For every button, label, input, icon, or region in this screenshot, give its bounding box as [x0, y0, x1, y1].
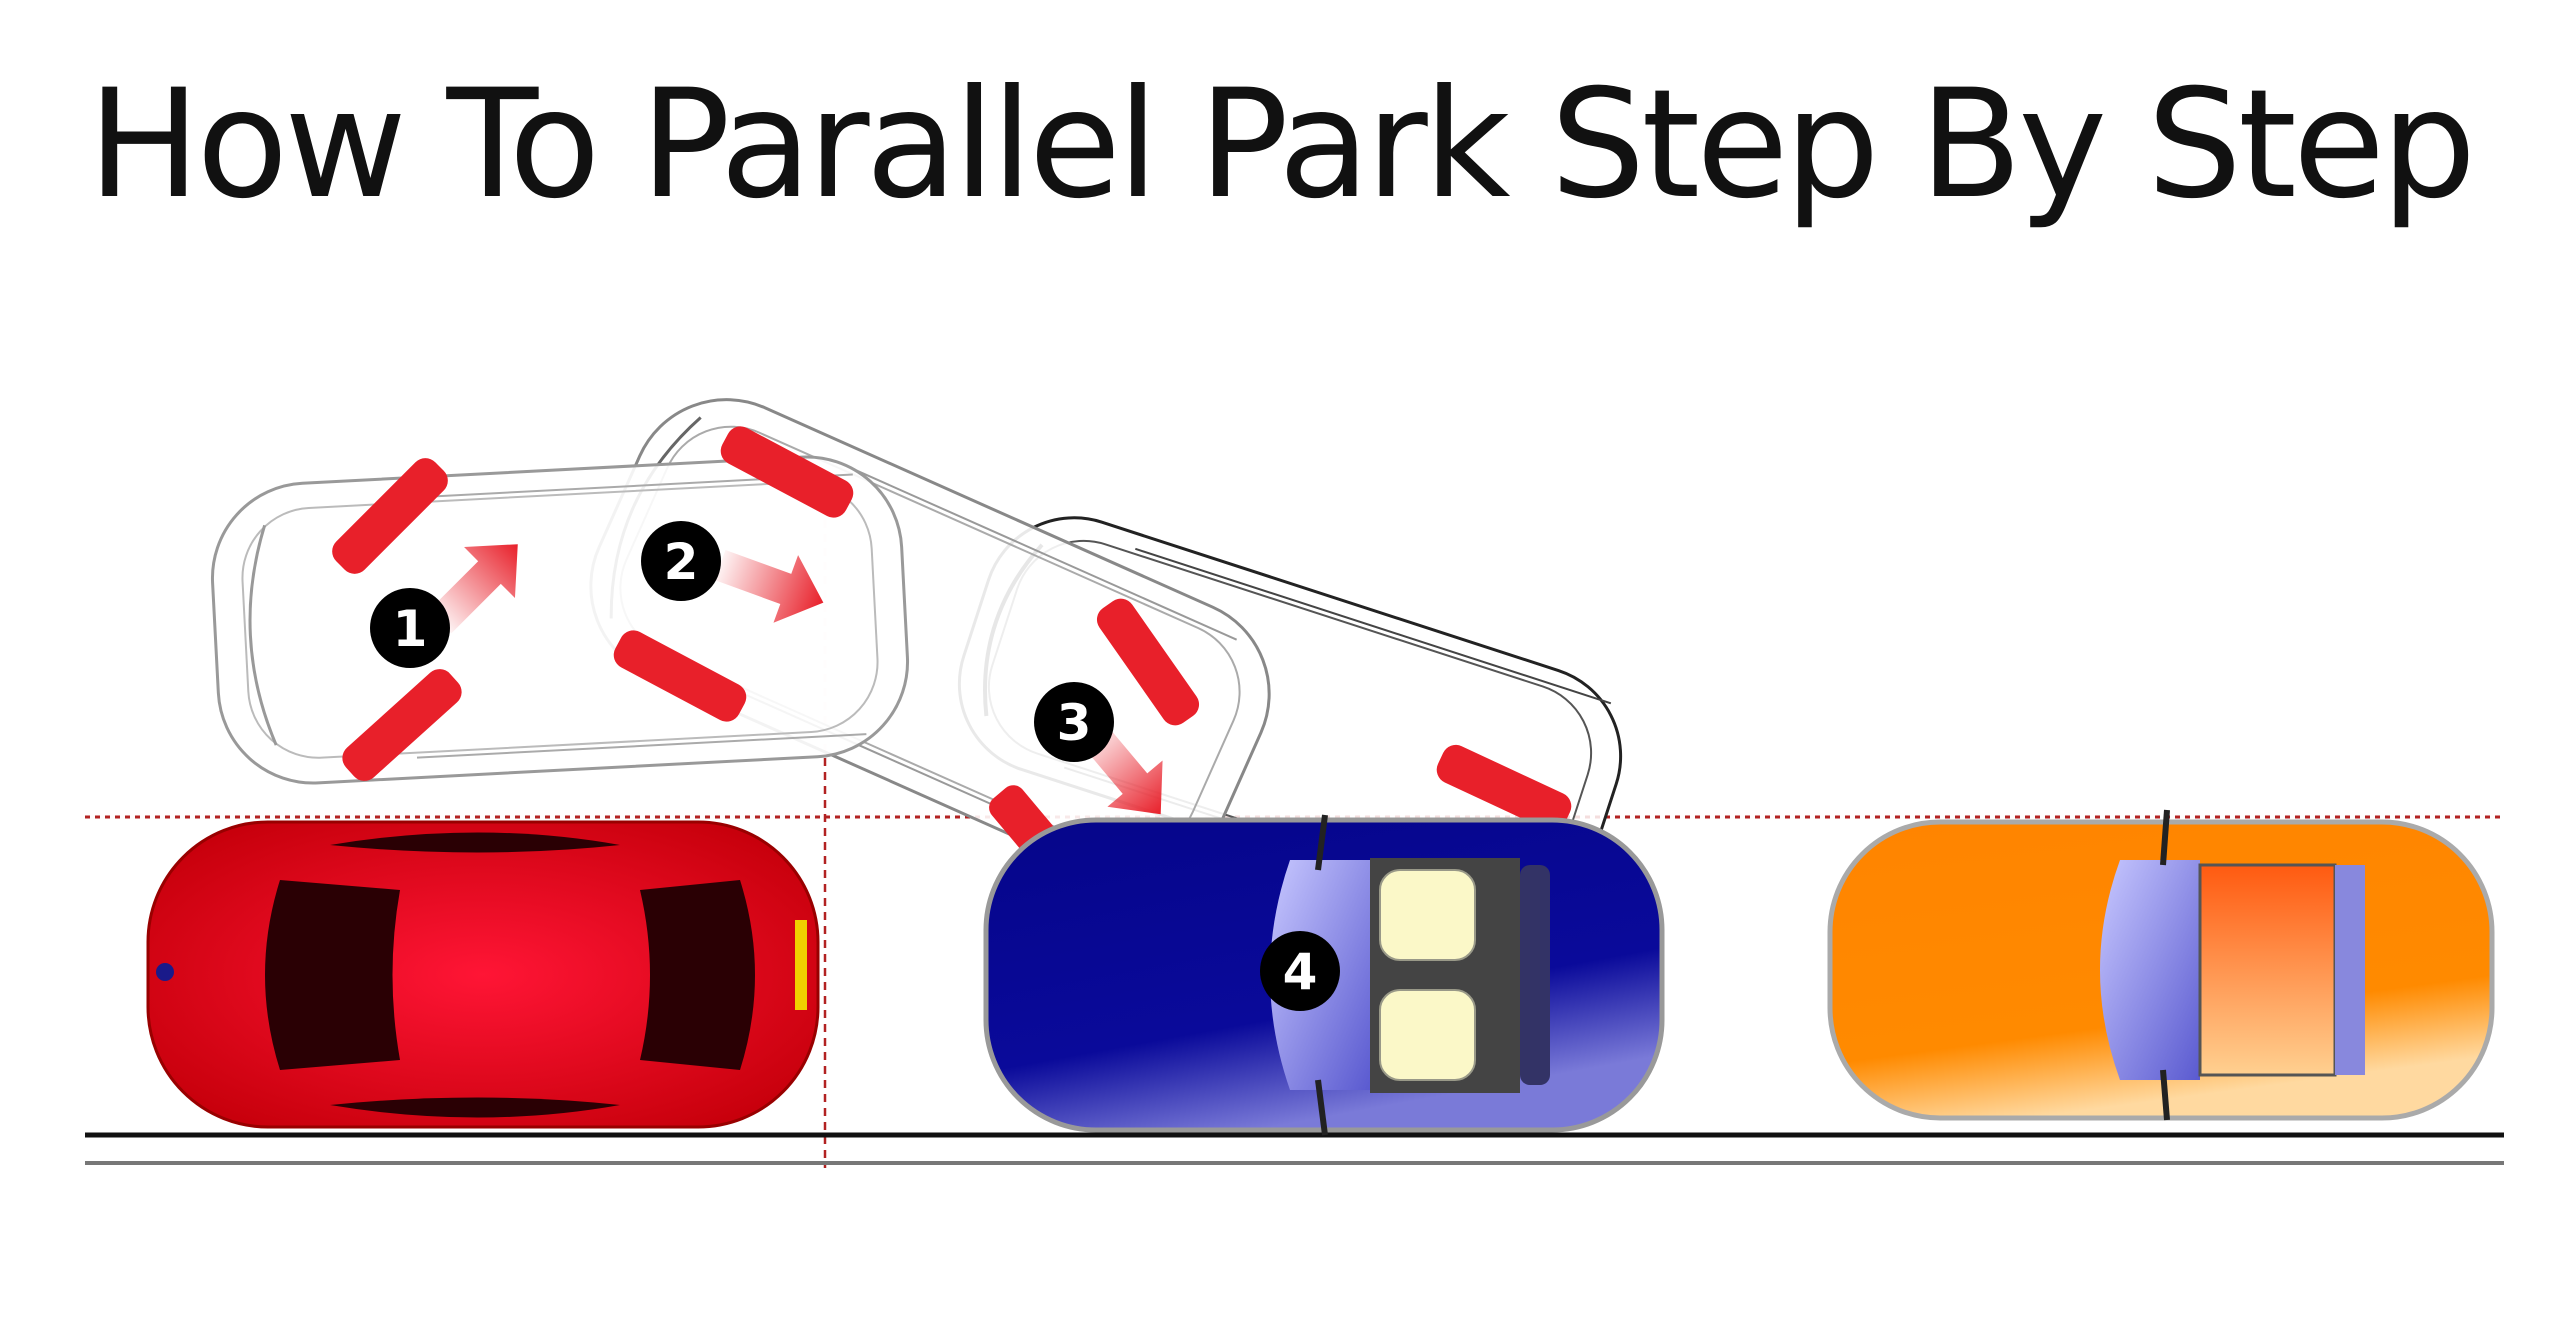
front-parked-car-red [146, 820, 820, 1129]
step-number: 4 [1283, 943, 1318, 1001]
arrow-step-2 [714, 549, 824, 623]
step-marker-4: 4 [1260, 931, 1340, 1011]
step-number: 3 [1057, 694, 1092, 752]
wheel-pad [342, 669, 462, 781]
wheel-pad [1436, 744, 1572, 832]
page-title: How To Parallel Park Step By Step [87, 58, 2477, 232]
step-marker-2: 2 [641, 521, 721, 601]
wheel-pads [332, 426, 1572, 855]
step-marker-3: 3 [1034, 682, 1114, 762]
wheel-pad [720, 426, 854, 518]
wheel-pad [613, 630, 747, 722]
arrow-step-1 [428, 544, 518, 634]
step-number: 2 [664, 533, 699, 591]
wheel-pad [332, 458, 448, 574]
wheel-pad [1096, 598, 1200, 726]
step-number: 1 [393, 600, 428, 658]
step-marker-1: 1 [370, 588, 450, 668]
rear-parked-car-orange [1827, 809, 2495, 1121]
